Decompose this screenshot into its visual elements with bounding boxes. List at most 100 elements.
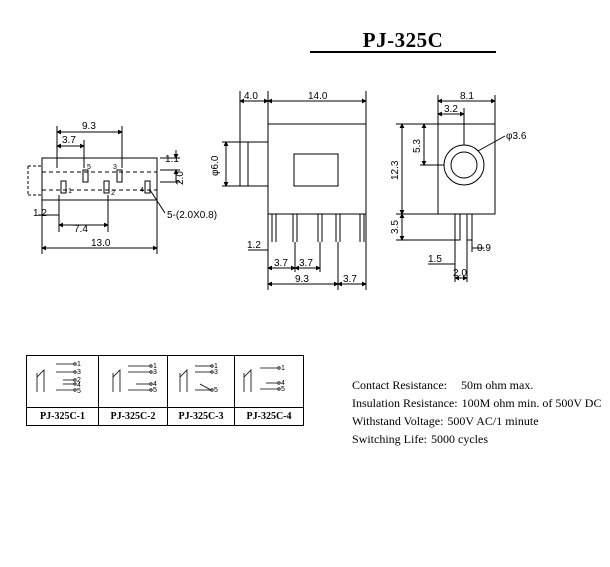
v2-pin-5: 5 [153, 387, 157, 394]
v2-pin-1: 1 [153, 363, 157, 370]
spec-value: 500V AC/1 minute [447, 414, 539, 428]
front-dim-1-1: 1.1 [165, 154, 179, 165]
variant-label-3: PJ-325C-3 [168, 407, 235, 425]
schematic-variant-2 [112, 364, 153, 392]
front-pin-3 [116, 169, 123, 183]
v3-pin-3: 3 [214, 369, 218, 376]
end-body-outline [437, 123, 496, 215]
schematic-2-sleeve [112, 369, 121, 392]
end-pin-right [466, 213, 473, 241]
schematic-1-sleeve [36, 369, 45, 392]
spec-name: Contact Resistance: [352, 378, 447, 392]
end-dim-0-9: 0.9 [477, 243, 491, 254]
end-dim-5-3: 5.3 [412, 139, 423, 153]
front-dim-7-4: 7.4 [74, 224, 88, 235]
v4-pin-1: 1 [281, 365, 285, 372]
v4-pin-5: 5 [281, 386, 285, 393]
variant-schematics [36, 362, 281, 392]
spec-contact-resistance: Contact Resistance: 50m ohm max. [352, 376, 601, 394]
end-dim-3-5: 3.5 [390, 220, 401, 234]
v1-pin-4: 4 [77, 382, 81, 389]
front-pin-4 [144, 180, 151, 194]
end-leader-3-6 [477, 135, 506, 152]
front-pin-5 [82, 169, 89, 183]
front-pin-1 [60, 180, 67, 194]
side-dim-3-7a: 3.7 [274, 258, 288, 269]
side-view [222, 91, 367, 290]
front-dim-13-0: 13.0 [91, 238, 111, 249]
v4-pin-4: 4 [281, 380, 285, 387]
front-dim-3-7: 3.7 [62, 135, 76, 146]
variant-cell-4 [235, 356, 303, 407]
v2-pin-3: 3 [153, 369, 157, 376]
variant-label-2: PJ-325C-2 [99, 407, 168, 425]
spec-withstand-voltage: Withstand Voltage:500V AC/1 minute [352, 412, 601, 430]
front-pin-label-3: 3 [113, 164, 117, 171]
variant-cell-2 [99, 356, 168, 407]
schematic-variant-4 [243, 366, 281, 392]
end-dim-12-3: 12.3 [390, 160, 401, 180]
v1-pin-2: 2 [77, 377, 81, 384]
variant-pin-labels: 1 3 2 4 5 1 3 4 5 1 3 5 1 4 5 [77, 361, 285, 395]
side-dim-1-2: 1.2 [247, 240, 261, 251]
end-view-text: 8.1 3.2 φ3.6 5.3 12.3 3.5 0.9 1.5 2.0 [390, 91, 527, 279]
schematic-4-sleeve [243, 369, 252, 392]
front-pin-label-1: 1 [68, 188, 72, 195]
spec-name: Switching Life: [352, 432, 427, 446]
front-pin-label-5: 5 [87, 164, 91, 171]
v3-pin-1: 1 [214, 363, 218, 370]
front-body-outline [41, 157, 158, 201]
side-dim-14-0: 14.0 [308, 91, 328, 102]
title-underline [310, 51, 496, 53]
spec-name: Insulation Resistance: [352, 396, 458, 410]
side-diameter-symbol: φ [210, 169, 221, 176]
v2-pin-4: 4 [153, 381, 157, 388]
end-view [396, 95, 506, 282]
side-body-outline [267, 123, 367, 215]
spec-value: 50m ohm max. [460, 378, 534, 392]
side-dim-9-3: 9.3 [295, 274, 309, 285]
schematic-variant-1 [36, 362, 77, 392]
end-pin-left [454, 213, 461, 241]
v1-pin-5: 5 [77, 388, 81, 395]
side-dim-6-0: φ6.0 [210, 155, 221, 176]
spec-insulation-resistance: Insulation Resistance:100M ohm min. of 5… [352, 394, 601, 412]
front-pin-label-4: 4 [140, 187, 144, 194]
spec-value: 5000 cycles [431, 432, 488, 446]
end-diameter-symbol: φ [506, 131, 513, 142]
end-dim-3-6: φ3.6 [506, 131, 527, 142]
variant-label-1: PJ-325C-1 [27, 407, 99, 425]
variant-cell-3 [168, 356, 235, 407]
front-pin-2 [103, 180, 110, 194]
front-pin-callout: 5-(2.0X0.8) [167, 210, 217, 221]
spec-name: Withstand Voltage: [352, 414, 444, 428]
schematic-3-sleeve [179, 369, 188, 392]
front-view-text: 9.3 3.7 1.1 2.0 1.2 7.4 13.0 5-(2.0X0.8)… [33, 121, 217, 249]
end-dim-3-2: 3.2 [444, 104, 458, 115]
variant-label-4: PJ-325C-4 [235, 407, 303, 425]
variant-cell-1 [27, 356, 99, 407]
side-dim-3-7c: 3.7 [343, 274, 357, 285]
end-dim-2-0: 2.0 [453, 268, 467, 279]
side-view-text: 4.0 14.0 φ6.0 1.2 3.7 3.7 9.3 3.7 [210, 91, 357, 285]
front-dim-2-0: 2.0 [175, 171, 186, 185]
end-dim-3-6-value: 3.6 [512, 131, 526, 142]
side-dim-6-0-value: 6.0 [210, 155, 221, 169]
part-title: PJ-325C [362, 28, 444, 52]
v3-pin-5: 5 [214, 387, 218, 394]
end-dim-8-1: 8.1 [460, 91, 474, 102]
side-dim-4-0: 4.0 [244, 91, 258, 102]
v1-pin-1: 1 [77, 361, 81, 368]
variant-table: PJ-325C-1 PJ-325C-2 PJ-325C-3 PJ-325C-4 [26, 355, 304, 426]
front-dim-1-2: 1.2 [33, 208, 47, 219]
side-window [293, 153, 339, 187]
spec-switching-life: Switching Life: 5000 cycles [352, 430, 601, 448]
front-pin-label-2: 2 [111, 190, 115, 197]
spec-list: Contact Resistance: 50m ohm max. Insulati… [352, 376, 601, 448]
spec-value: 100M ohm min. of 500V DC [461, 396, 602, 410]
schematic-variant-3 [179, 364, 214, 392]
side-dim-3-7b: 3.7 [299, 258, 313, 269]
v1-pin-3: 3 [77, 369, 81, 376]
end-dim-1-5: 1.5 [428, 254, 442, 265]
